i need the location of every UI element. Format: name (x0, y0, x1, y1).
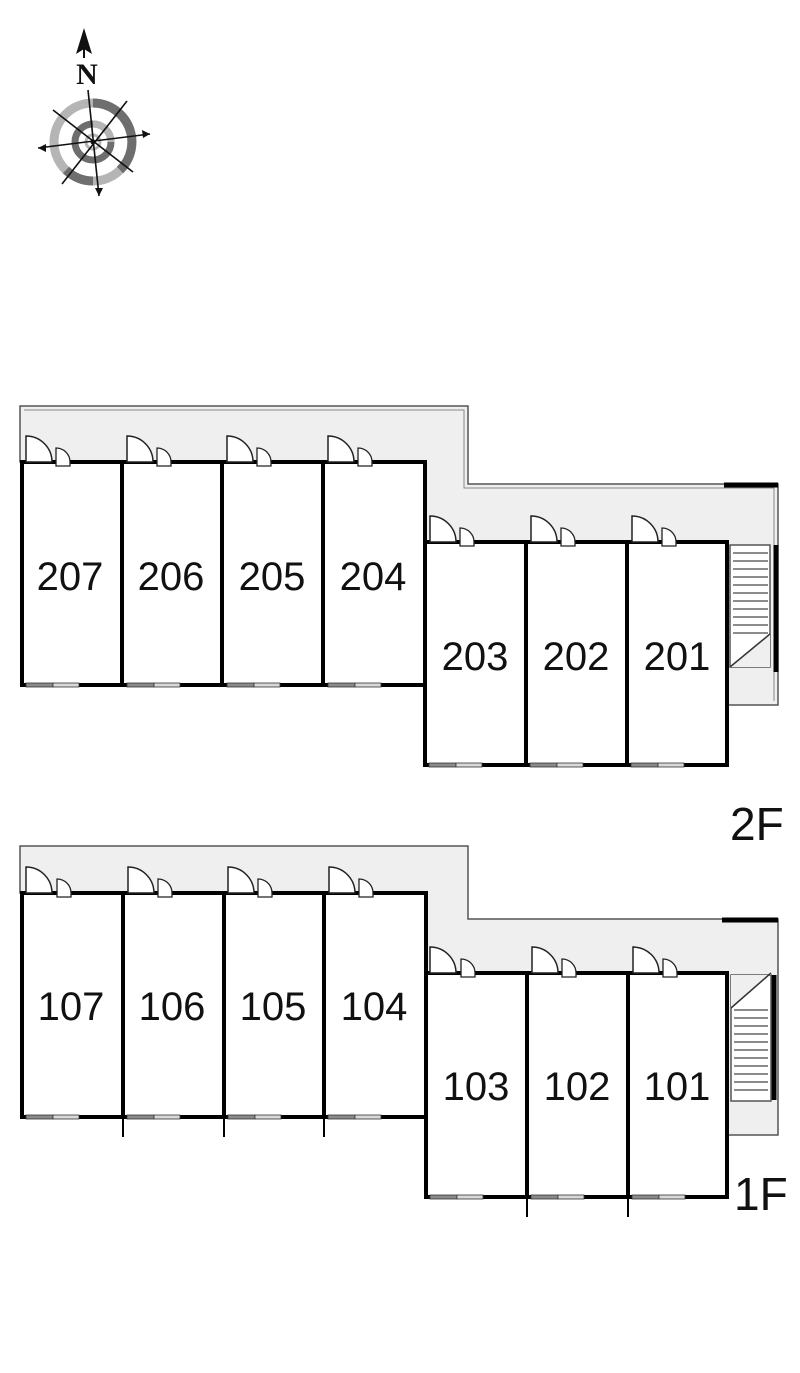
unit-row-2f-upper: 207 206 205 204 (20, 460, 427, 687)
room-label: 204 (340, 555, 407, 599)
unit-row-2f-lower: 203 202 201 (423, 540, 729, 767)
door-icons-1f (25, 866, 678, 978)
floor-label-1f: 1F (734, 1168, 788, 1220)
room-label: 102 (544, 1065, 611, 1109)
room-label: 104 (341, 985, 408, 1029)
unit-102[interactable] (525, 971, 630, 1199)
room-label: 105 (240, 985, 307, 1029)
room-label: 101 (644, 1065, 711, 1109)
room-label: 103 (443, 1065, 510, 1109)
room-label: 203 (442, 635, 509, 679)
room-label: 107 (38, 985, 105, 1029)
unit-201[interactable] (625, 540, 729, 767)
door-icons-2f (25, 435, 677, 547)
unit-203[interactable] (423, 540, 528, 767)
window-icons-2f (25, 682, 685, 768)
unit-104[interactable] (322, 891, 428, 1119)
room-label: 207 (37, 555, 104, 599)
north-arrow-compass-icon: N (37, 28, 151, 197)
floor-2f: 207 206 205 204 203 202 201 (19, 405, 784, 850)
staircase-1f (730, 972, 772, 1102)
room-label: 205 (239, 555, 306, 599)
window-icons-1f (25, 1114, 686, 1200)
compass-north-label: N (76, 58, 98, 91)
staircase-2f (729, 544, 771, 668)
room-label: 106 (139, 985, 206, 1029)
room-label: 201 (644, 635, 711, 679)
room-label: 202 (543, 635, 610, 679)
unit-row-1f-lower: 103 102 101 (424, 971, 729, 1199)
unit-207[interactable] (20, 460, 124, 687)
unit-205[interactable] (220, 460, 325, 687)
room-label: 206 (138, 555, 205, 599)
floor-1f: 107 106 105 104 103 102 101 (19, 845, 788, 1220)
floor-label-2f: 2F (730, 798, 784, 850)
unit-row-1f-upper: 107 106 105 104 (20, 891, 428, 1119)
partition-ticks-1f (122, 1117, 629, 1217)
